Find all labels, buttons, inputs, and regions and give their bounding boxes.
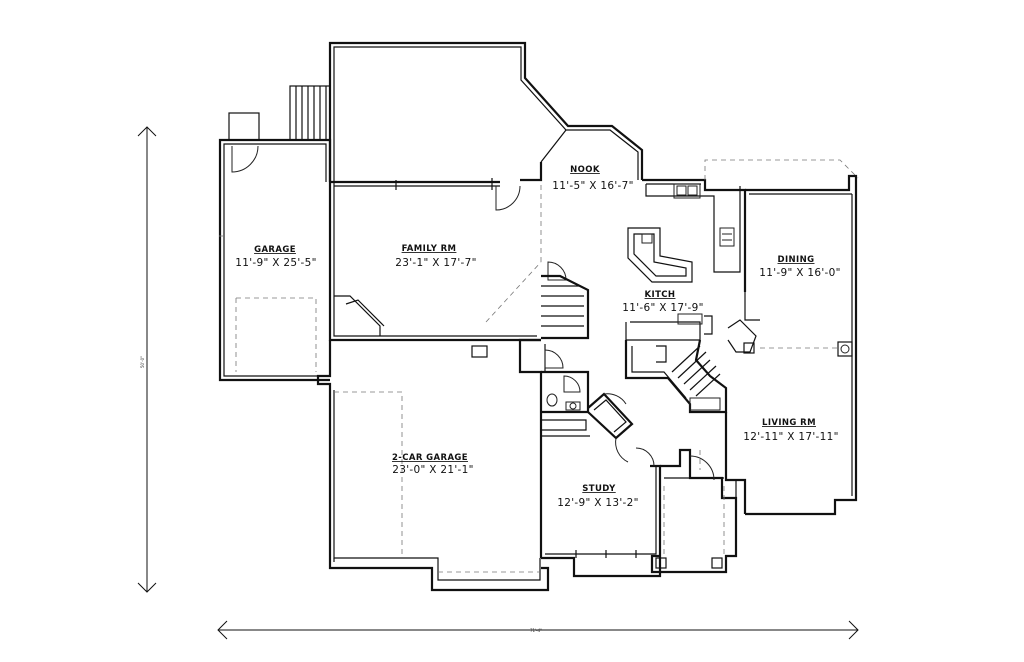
living-rm-name: LIVING RM — [762, 418, 816, 428]
width-dimension-line: 71'-4" — [217, 620, 859, 640]
dining-name: DINING — [778, 255, 815, 265]
kitch-name: KITCH — [645, 290, 676, 300]
living-rm-size: 12'-11" X 17'-11" — [743, 431, 838, 443]
room-label-study: STUDY 12'-9" X 13'-2" — [557, 484, 638, 509]
room-label-garage: GARAGE 11'-9" X 25'-5" — [235, 245, 316, 269]
room-label-two-car-garage: 2-CAR GARAGE 23'-0" X 21'-1" — [392, 453, 473, 476]
family-rm-size: 23'-1" X 17'-7" — [395, 257, 476, 269]
garage-size: 11'-9" X 25'-5" — [235, 257, 316, 269]
family-rm-name: FAMILY RM — [402, 244, 457, 254]
study-size: 12'-9" X 13'-2" — [557, 497, 638, 509]
rear-deck — [328, 41, 644, 182]
nook-size: 11'-5" X 16'-7" — [552, 180, 633, 192]
nook-name: NOOK — [570, 165, 600, 175]
kitch-size: 11'-6" X 17'-9" — [622, 302, 703, 314]
room-label-family-rm: FAMILY RM 23'-1" X 17'-7" — [395, 244, 476, 269]
overall-width-label: 71'-4" — [530, 628, 542, 633]
side-garage-walls — [216, 112, 332, 382]
two-car-garage-walls — [316, 340, 550, 592]
overall-depth-label: 50'-0" — [140, 356, 145, 368]
room-label-nook: NOOK 11'-5" X 16'-7" — [552, 165, 633, 192]
study-walls — [541, 447, 662, 578]
room-label-living-rm: LIVING RM 12'-11" X 17'-11" — [743, 418, 838, 443]
dining-size: 11'-9" X 16'-0" — [759, 267, 840, 279]
front-porch — [650, 448, 738, 574]
two-car-garage-size: 23'-0" X 21'-1" — [392, 464, 473, 476]
exterior-stair — [289, 85, 331, 141]
powder-foyer — [518, 338, 634, 558]
dining-walls — [704, 159, 859, 516]
depth-dimension-line: 50'-0" — [137, 126, 157, 593]
two-car-garage-name: 2-CAR GARAGE — [392, 453, 468, 463]
living-room-walls — [699, 412, 747, 514]
room-label-dining: DINING 11'-9" X 16'-0" — [759, 255, 840, 279]
garage-name: GARAGE — [254, 245, 296, 255]
room-label-kitch: KITCH 11'-6" X 17'-9" — [622, 290, 703, 314]
study-name: STUDY — [582, 484, 616, 494]
center-stair — [541, 274, 728, 414]
